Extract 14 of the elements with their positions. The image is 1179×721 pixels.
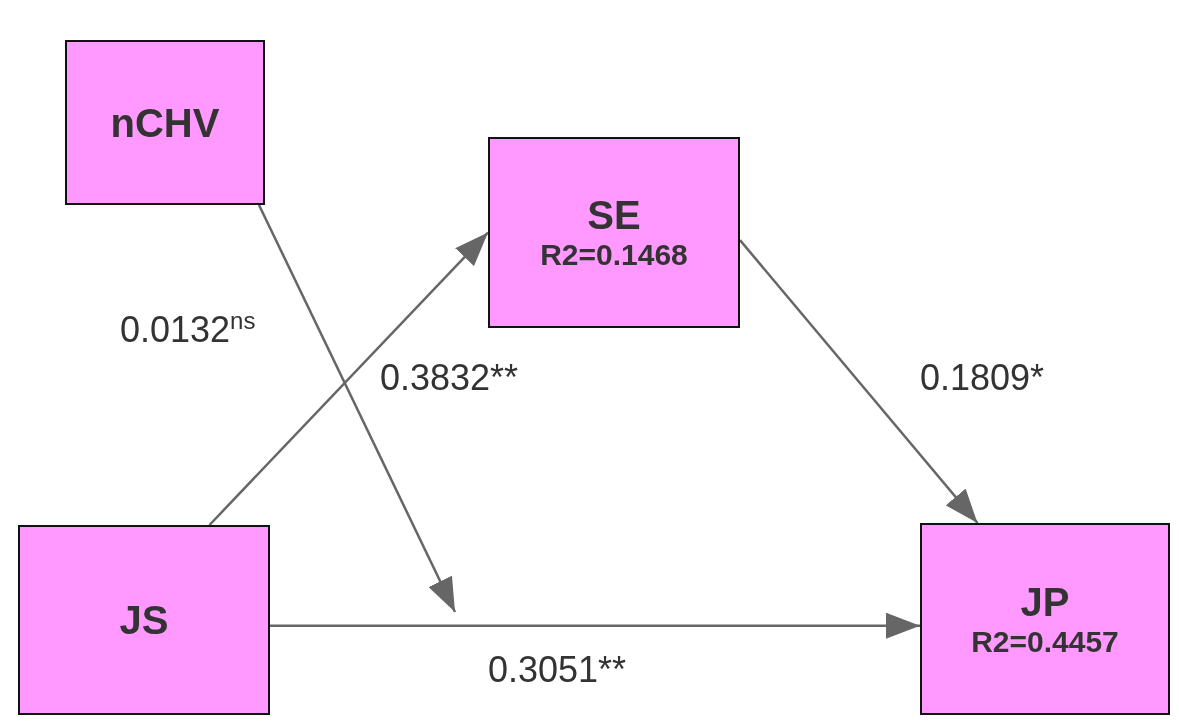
arrow: [270, 612, 920, 639]
variable-box: [18, 525, 270, 715]
arrow: [739, 239, 979, 524]
variable-name: nCHV: [110, 99, 220, 146]
variable-name: JS: [119, 597, 169, 643]
variable-box: [920, 523, 1170, 715]
r-squared-value: R2=0.1468: [540, 238, 688, 273]
variable-name: JP: [1020, 578, 1070, 625]
r-squared-value: R2=0.4457: [971, 624, 1119, 660]
variable-name: SE: [587, 192, 641, 239]
variable-box: [65, 40, 265, 205]
arrow: [208, 231, 489, 526]
arrow: [257, 204, 457, 613]
variable-box: [488, 137, 740, 328]
